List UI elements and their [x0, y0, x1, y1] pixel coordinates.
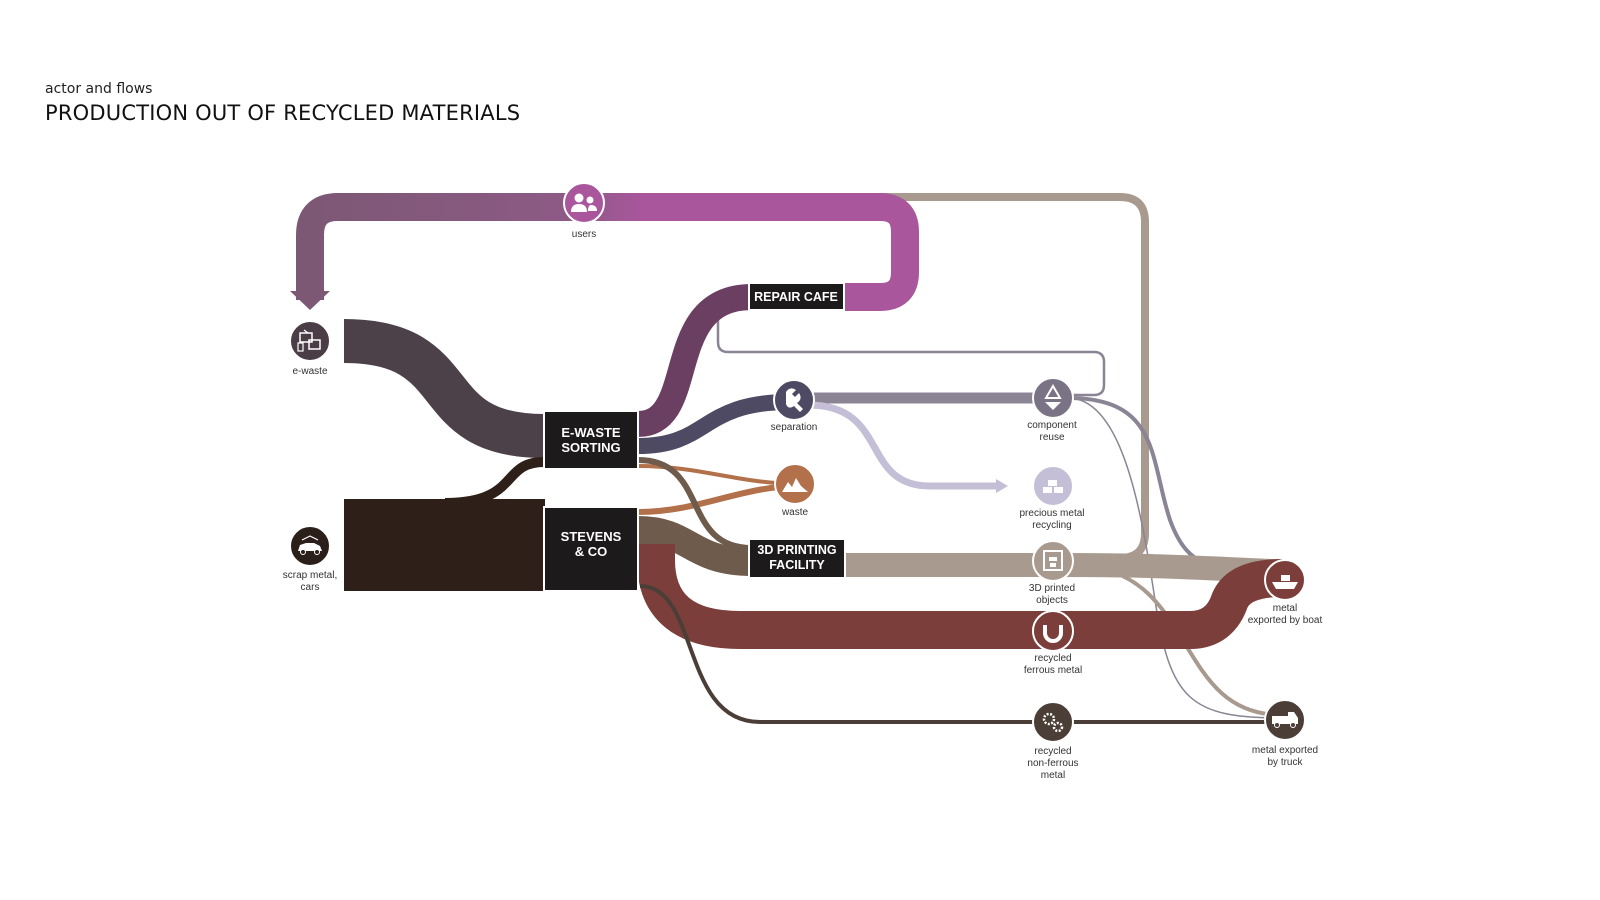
precious-label-2: recycling [1032, 520, 1071, 531]
precious-label-1: precious metal [1019, 508, 1084, 519]
component-reuse-label-1: component [1027, 420, 1077, 431]
e-waste-label: e-waste [292, 366, 327, 377]
users-label: users [572, 229, 596, 240]
flow-scrap-block [344, 499, 545, 591]
flows [290, 193, 1291, 724]
e-waste-sorting-label-1: E-WASTE [561, 425, 621, 440]
waste-label: waste [781, 507, 809, 518]
arrow-to-e-waste [290, 291, 330, 310]
boat-label-2: exported by boat [1248, 615, 1323, 626]
flow-stevens-to-non-ferrous [639, 584, 1282, 724]
flow-sorting-to-printing [637, 457, 753, 551]
diagram-title: PRODUCTION OUT OF RECYCLED MATERIALS [45, 101, 521, 125]
node-3d-printing: 3D PRINTING FACILITY [748, 538, 846, 579]
e-waste-sorting-label-2: SORTING [561, 440, 620, 455]
gears-icon [1032, 701, 1074, 743]
flow-stevens-to-printing [637, 516, 753, 576]
non-ferrous-label-1: recycled [1034, 746, 1071, 757]
node-repair-cafe: REPAIR CAFE [748, 282, 845, 311]
printing-label-2: FACILITY [769, 558, 825, 572]
diagram-subtitle: actor and flows [45, 81, 153, 97]
flow-e-waste-to-sorting [343, 319, 545, 458]
printing-label-1: 3D PRINTING [757, 543, 836, 557]
e-waste-icon [289, 320, 331, 362]
flow-sorting-to-separation [637, 394, 791, 454]
scrap-label-2: cars [301, 582, 320, 593]
boat-label-1: metal [1273, 603, 1297, 614]
stevens-label-1: STEVENS [561, 529, 622, 544]
truck-icon [1264, 699, 1306, 741]
flow-sorting-to-repair [636, 284, 753, 437]
ferrous-label-2: ferrous metal [1024, 665, 1082, 676]
users-icon [563, 182, 605, 224]
wrench-icon [773, 379, 815, 421]
flow-reuse-to-boat [1067, 396, 1291, 574]
3d-printer-icon [1032, 540, 1074, 582]
truck-label-1: metal exported [1252, 745, 1318, 756]
stevens-label-2: & CO [575, 544, 608, 559]
magnet-icon [1032, 610, 1074, 652]
truck-label-2: by truck [1267, 757, 1303, 768]
node-e-waste-sorting: E-WASTE SORTING [543, 410, 639, 470]
non-ferrous-label-3: metal [1041, 770, 1065, 781]
flow-scrap-to-sorting [444, 457, 545, 508]
printed-objects-label-1: 3D printed [1029, 583, 1075, 594]
scrap-label-1: scrap metal, [283, 570, 337, 581]
repair-cafe-label: REPAIR CAFE [754, 290, 838, 304]
boat-icon [1264, 559, 1306, 601]
node-stevens: STEVENS & CO [543, 506, 639, 592]
non-ferrous-label-2: non-ferrous [1027, 758, 1078, 769]
printed-objects-label-2: objects [1036, 595, 1068, 606]
gold-bars-icon [1032, 465, 1074, 507]
arrow-to-precious [996, 479, 1008, 493]
ferrous-label-1: recycled [1034, 653, 1071, 664]
flow-separation-to-precious [807, 401, 998, 490]
waste-pile-icon [774, 463, 816, 505]
scrap-car-icon [289, 525, 331, 567]
recycle-icon [1032, 377, 1074, 419]
component-reuse-label-2: reuse [1039, 432, 1064, 443]
flow-users-to-e-waste [296, 193, 919, 311]
separation-label: separation [771, 422, 818, 433]
